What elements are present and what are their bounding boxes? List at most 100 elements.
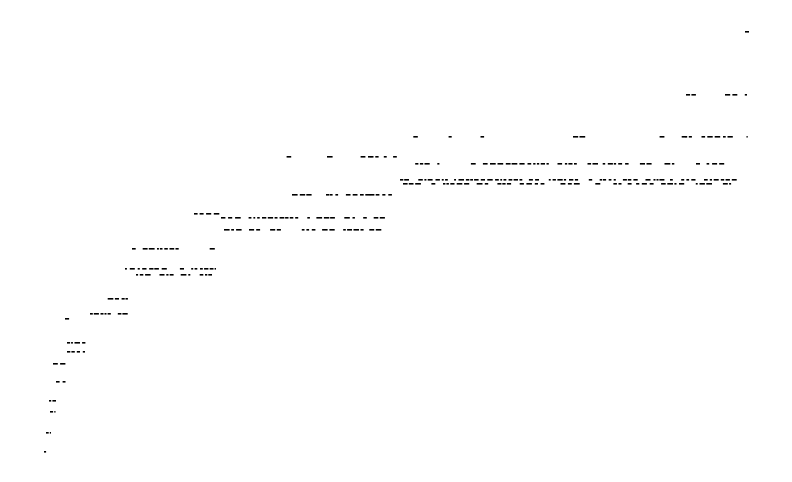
data-mark — [403, 183, 408, 185]
data-mark — [424, 179, 427, 181]
data-mark — [316, 217, 323, 219]
data-mark — [347, 229, 352, 231]
data-mark — [732, 94, 738, 96]
data-mark — [727, 136, 733, 138]
data-mark — [465, 179, 470, 181]
data-mark — [681, 179, 685, 181]
data-mark — [71, 351, 75, 353]
data-mark — [56, 381, 60, 383]
data-mark — [279, 217, 285, 219]
data-mark — [659, 179, 665, 181]
data-mark — [746, 136, 748, 138]
data-mark — [194, 213, 198, 215]
data-mark — [535, 179, 539, 181]
data-mark — [573, 136, 579, 138]
data-mark — [253, 217, 256, 219]
data-mark — [301, 229, 305, 231]
data-mark — [360, 229, 364, 231]
data-mark — [608, 179, 612, 181]
data-mark — [506, 183, 512, 185]
data-mark — [329, 229, 335, 231]
data-mark — [256, 229, 261, 231]
data-mark — [618, 163, 623, 165]
data-mark — [613, 179, 616, 181]
data-mark — [484, 183, 489, 185]
data-mark — [437, 163, 440, 165]
data-mark — [450, 183, 455, 185]
data-mark — [49, 400, 52, 402]
data-mark — [221, 217, 226, 219]
data-mark — [701, 136, 706, 138]
data-mark — [712, 163, 718, 165]
data-mark — [719, 163, 725, 165]
data-mark — [695, 183, 698, 185]
data-mark — [713, 179, 719, 181]
data-mark — [470, 179, 473, 181]
data-mark — [248, 217, 252, 219]
data-mark — [667, 183, 673, 185]
data-mark — [200, 268, 203, 270]
data-mark — [641, 183, 647, 185]
data-mark — [292, 194, 298, 196]
data-mark — [497, 163, 504, 165]
data-mark — [107, 313, 111, 315]
data-mark — [487, 179, 493, 181]
data-mark — [674, 183, 677, 185]
data-mark — [375, 229, 382, 231]
data-mark — [224, 229, 230, 231]
data-mark — [476, 183, 483, 185]
data-mark — [552, 179, 556, 181]
data-mark — [706, 163, 710, 165]
data-mark — [540, 163, 545, 165]
data-mark — [508, 179, 513, 181]
data-mark — [121, 298, 125, 300]
data-mark — [330, 194, 333, 196]
data-mark — [557, 179, 563, 181]
data-mark — [53, 363, 58, 365]
data-mark — [691, 94, 696, 96]
data-mark — [231, 229, 234, 231]
data-mark — [495, 179, 499, 181]
data-mark — [519, 179, 523, 181]
data-mark — [228, 217, 233, 219]
data-mark — [285, 217, 289, 219]
data-mark — [180, 274, 187, 276]
data-mark — [49, 432, 51, 434]
data-mark — [474, 179, 479, 181]
data-mark — [613, 163, 617, 165]
data-mark — [490, 163, 496, 165]
data-mark — [659, 136, 665, 138]
data-mark — [415, 163, 419, 165]
data-mark — [373, 217, 379, 219]
data-mark — [579, 136, 586, 138]
data-mark — [393, 156, 397, 158]
data-mark — [560, 183, 566, 185]
data-mark — [335, 194, 339, 196]
data-mark — [161, 268, 167, 270]
data-mark — [636, 183, 640, 185]
data-mark — [419, 163, 424, 165]
data-mark — [464, 183, 470, 185]
data-mark — [592, 163, 598, 165]
data-mark — [511, 163, 518, 165]
data-mark — [599, 179, 602, 181]
data-mark — [731, 179, 737, 181]
data-mark — [415, 183, 421, 185]
data-mark — [573, 183, 580, 185]
data-mark — [574, 179, 579, 181]
data-mark — [375, 156, 379, 158]
data-mark — [169, 274, 174, 276]
data-mark — [345, 194, 351, 196]
data-mark — [627, 179, 632, 181]
data-mark — [519, 183, 524, 185]
data-mark — [533, 163, 536, 165]
data-mark — [50, 411, 54, 413]
data-mark — [502, 183, 506, 185]
data-mark — [661, 183, 666, 185]
data-mark — [136, 274, 139, 276]
data-mark — [369, 194, 375, 196]
data-mark — [204, 268, 209, 270]
data-mark — [191, 268, 194, 270]
data-mark — [456, 183, 463, 185]
